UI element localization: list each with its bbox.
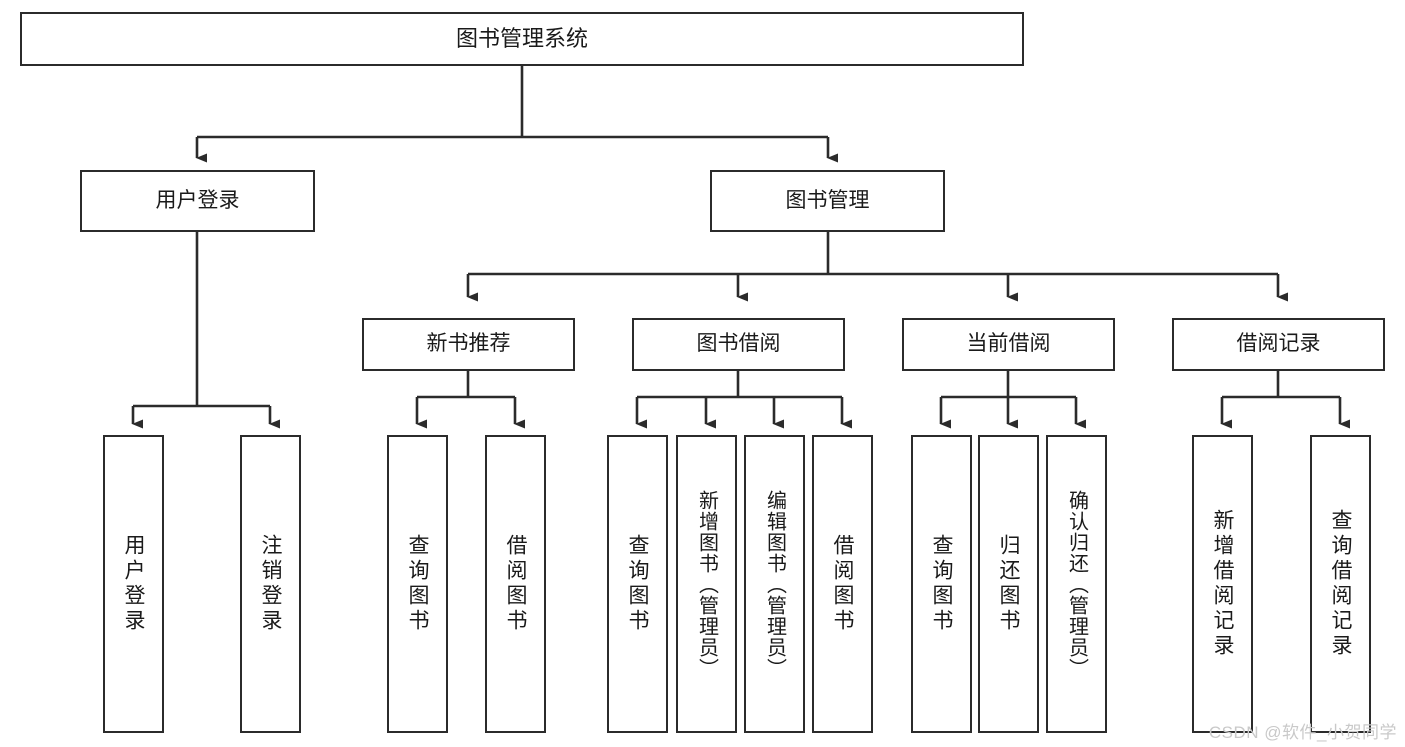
node-label: 图书借阅 <box>696 332 781 356</box>
node-label: 用户登录 <box>155 188 240 212</box>
node-label: 新增借阅记录 <box>1211 509 1234 659</box>
node-label: 借阅记录 <box>1236 332 1321 356</box>
node-label: 图书管理系统 <box>455 26 588 52</box>
node-leaf-logout-login[interactable]: 注销登录 <box>240 435 301 733</box>
node-book-borrow[interactable]: 图书借阅 <box>632 318 845 371</box>
node-leaf-query-book-3[interactable]: 查询图书 <box>911 435 972 733</box>
node-label: 归还图书 <box>997 534 1020 634</box>
node-leaf-query-book-1[interactable]: 查询图书 <box>387 435 448 733</box>
node-new-book-recommend[interactable]: 新书推荐 <box>362 318 575 371</box>
node-label: 图书管理 <box>785 188 870 212</box>
node-borrow-record[interactable]: 借阅记录 <box>1172 318 1385 371</box>
node-label: 查询图书 <box>406 534 429 634</box>
node-label: 注销登录 <box>259 534 282 634</box>
node-label: 查询借阅记录 <box>1329 509 1352 659</box>
node-leaf-add-book[interactable]: 新增图书（管理员） <box>676 435 737 733</box>
node-label: 借阅图书 <box>504 534 527 634</box>
node-book-management-system[interactable]: 图书管理系统 <box>20 12 1024 66</box>
node-leaf-return-book[interactable]: 归还图书 <box>978 435 1039 733</box>
node-leaf-add-record[interactable]: 新增借阅记录 <box>1192 435 1253 733</box>
node-leaf-borrow-book-2[interactable]: 借阅图书 <box>812 435 873 733</box>
csdn-watermark: CSDN @软件_小贺同学 <box>1208 723 1397 742</box>
node-leaf-confirm-return[interactable]: 确认归还（管理员） <box>1046 435 1107 733</box>
node-leaf-borrow-book-1[interactable]: 借阅图书 <box>485 435 546 733</box>
node-label: 编辑图书（管理员） <box>763 489 786 679</box>
node-label: 新书推荐 <box>426 332 511 356</box>
node-leaf-edit-book[interactable]: 编辑图书（管理员） <box>744 435 805 733</box>
node-label: 确认归还（管理员） <box>1065 489 1088 679</box>
node-label: 借阅图书 <box>831 534 854 634</box>
node-user-login[interactable]: 用户登录 <box>80 170 315 232</box>
node-book-management[interactable]: 图书管理 <box>710 170 945 232</box>
node-label: 新增图书（管理员） <box>695 489 718 679</box>
node-current-borrow[interactable]: 当前借阅 <box>902 318 1115 371</box>
node-label: 用户登录 <box>122 534 145 634</box>
node-label: 当前借阅 <box>966 332 1051 356</box>
node-label: 查询图书 <box>930 534 953 634</box>
node-leaf-query-record[interactable]: 查询借阅记录 <box>1310 435 1371 733</box>
node-leaf-user-login[interactable]: 用户登录 <box>103 435 164 733</box>
node-leaf-query-book-2[interactable]: 查询图书 <box>607 435 668 733</box>
node-label: 查询图书 <box>626 534 649 634</box>
